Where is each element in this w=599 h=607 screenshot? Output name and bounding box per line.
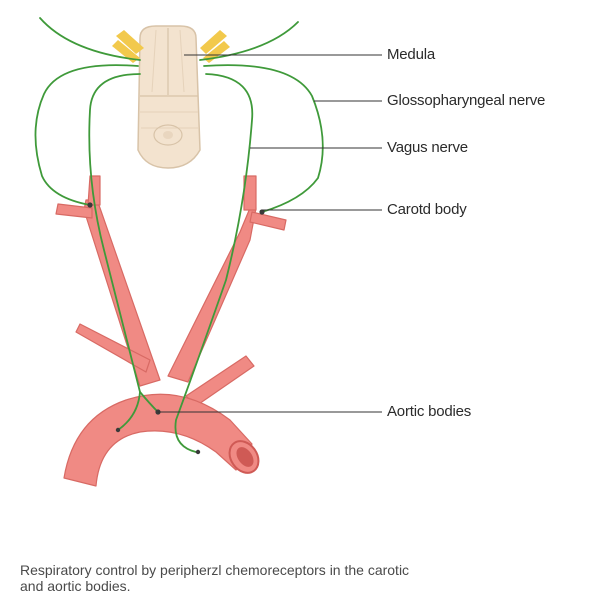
figure-caption: Respiratory control by peripherzl chemor… bbox=[20, 562, 595, 594]
medula-label: Medula bbox=[387, 46, 435, 63]
arteries bbox=[56, 176, 286, 486]
carotid-body-label: Carotd body bbox=[387, 201, 467, 218]
chemoreceptor-diagram bbox=[0, 0, 599, 520]
medulla bbox=[138, 26, 200, 168]
caption-line-2: and aortic bodies. bbox=[20, 578, 595, 594]
glossopharyngeal-nerve-label: Glossopharyngeal nerve bbox=[387, 92, 545, 109]
aortic-bodies-label: Aortic bodies bbox=[387, 403, 471, 420]
caption-line-1: Respiratory control by peripherzl chemor… bbox=[20, 562, 595, 578]
vagus-nerve-label: Vagus nerve bbox=[387, 139, 468, 156]
